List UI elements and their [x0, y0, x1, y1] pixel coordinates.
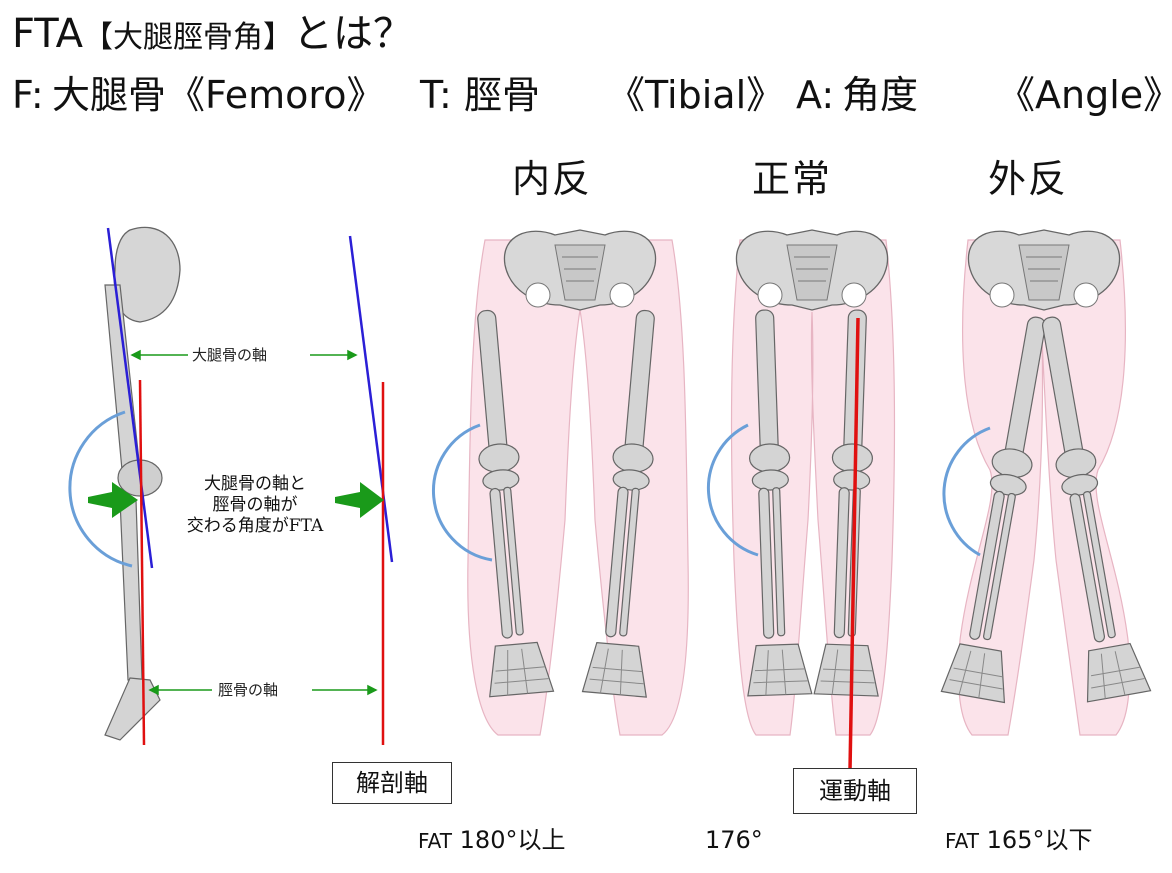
t-prefix: T: [420, 73, 452, 117]
a-kanji: 角度 [842, 73, 919, 117]
anatomical-axis-label: 解剖軸 [332, 762, 452, 804]
varus-angle-prefix: FAT [418, 829, 453, 853]
a-english: 《Angle》 [997, 73, 1172, 117]
tibia-axis-pointer [148, 684, 378, 696]
heading-valgus: 外反 [988, 157, 1069, 201]
arrow-side [88, 482, 138, 518]
varus-angle-value: 180°以上 [459, 826, 566, 854]
a-prefix: A: [796, 73, 835, 117]
arrow-abstract [335, 482, 384, 518]
f-kanji: 大腿骨 [52, 73, 167, 117]
title-bracket: 【大腿脛骨角】 [83, 20, 293, 55]
femur-axis-line-abstract [348, 235, 394, 563]
heading-normal: 正常 [752, 157, 833, 201]
angle-arc-normal [706, 423, 759, 557]
tibia-axis-label: 脛骨の軸 [218, 681, 279, 699]
valgus-angle-prefix: FAT [945, 829, 980, 853]
angle-arc-valgus [942, 426, 991, 557]
fta-explanation: 大腿骨の軸と 脛骨の軸が 交わる角度がFTA [165, 474, 345, 537]
fta-explanation-line: 大腿骨の軸と [204, 474, 306, 494]
normal-angle: 176° [705, 826, 763, 854]
page-title: FTA【大腿脛骨角】とは？ [12, 14, 413, 54]
t-english: 《Tibial》 [607, 73, 785, 117]
valgus-angle: FAT 165°以下 [945, 828, 1092, 852]
side-view-leg [104, 226, 181, 741]
fta-angle-arc-side [68, 410, 133, 568]
mechanical-axis-line [848, 317, 860, 771]
figure-varus [432, 229, 689, 736]
title-suffix: とは？ [293, 11, 413, 57]
heading-varus: 内反 [512, 157, 593, 201]
femur-axis-pointer [130, 349, 358, 361]
fta-explanation-line: 交わる角度がFTA [186, 516, 324, 536]
varus-angle: FAT 180°以上 [418, 828, 565, 852]
tibia-axis-line-side [138, 379, 146, 746]
figure-normal [706, 229, 896, 771]
t-kanji: 脛骨 [464, 73, 541, 117]
femur-axis-label: 大腿骨の軸 [192, 346, 268, 364]
title-fta: FTA [12, 11, 83, 57]
angle-arc-varus [432, 423, 493, 562]
femur-axis-line-side [106, 227, 154, 569]
fta-explanation-line: 脛骨の軸が [212, 495, 298, 515]
f-english: 《Femoro》 [167, 73, 385, 117]
mechanical-axis-label: 運動軸 [793, 768, 917, 814]
figure-valgus [940, 229, 1152, 736]
f-prefix: F: [12, 73, 44, 117]
valgus-angle-value: 165°以下 [986, 826, 1093, 854]
